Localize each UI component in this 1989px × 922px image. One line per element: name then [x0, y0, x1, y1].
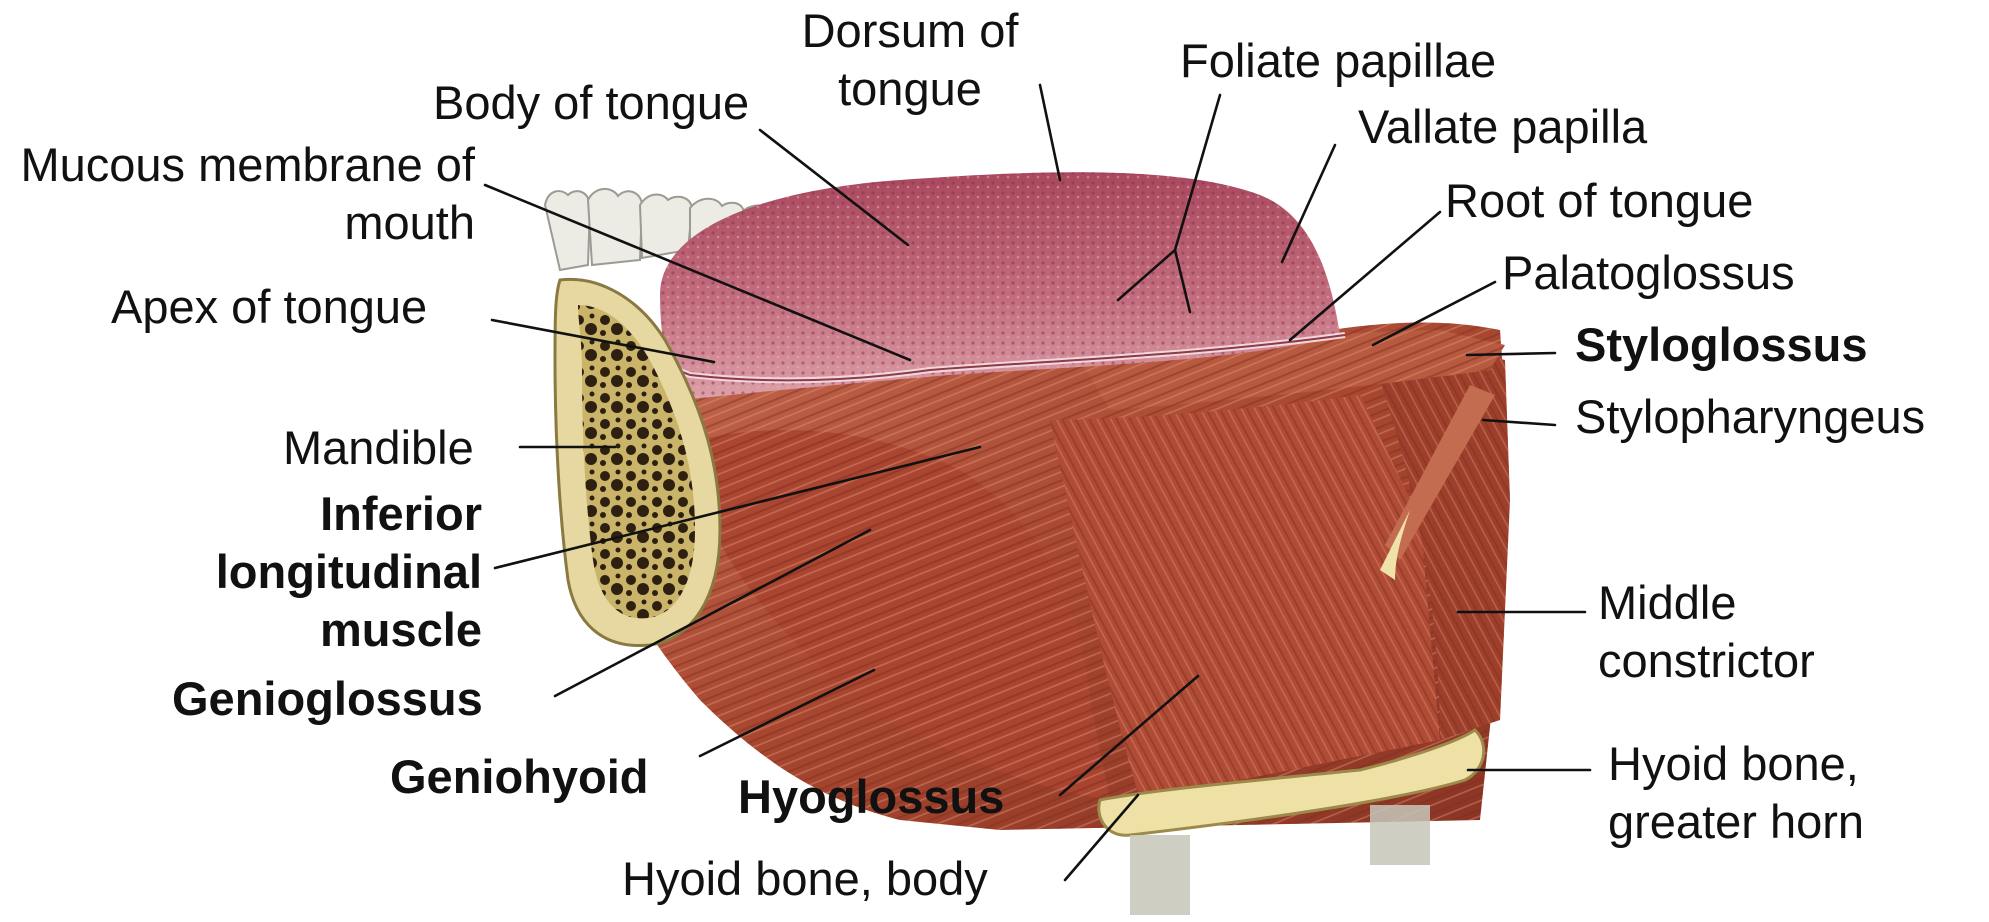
label-vallate-papilla: Vallate papilla: [1358, 100, 1648, 153]
label-stylopharyngeus: Stylopharyngeus: [1575, 390, 1926, 443]
label-dorsum-of-tongue: Dorsum of tongue: [801, 4, 1019, 115]
label-body-of-tongue: Body of tongue: [433, 76, 750, 129]
label-mandible: Mandible: [283, 421, 474, 474]
hyoid-lower-muscle-right: [1370, 805, 1430, 865]
hyoid-lower-muscle-left: [1130, 835, 1190, 915]
label-hyoglossus: Hyoglossus: [738, 770, 1005, 823]
leader-hyoglossus: [1058, 674, 1200, 797]
leader-apex: [490, 318, 716, 364]
label-geniohyoid: Geniohyoid: [390, 750, 649, 803]
leader-geniohyoid: [698, 668, 876, 758]
leader-foliate: [1173, 93, 1222, 252]
leader-stylopharyngeus: [1481, 418, 1557, 427]
label-middle-constrictor: Middle constrictor: [1598, 576, 1815, 687]
label-hyoid-body: Hyoid bone, body: [622, 852, 988, 905]
leader-body: [758, 128, 910, 247]
hyoid-bone: [1097, 728, 1486, 837]
label-styloglossus: Styloglossus: [1575, 318, 1868, 371]
label-hyoid-greater-horn: Hyoid bone, greater horn: [1608, 737, 1865, 848]
leader-foliate-branch: [1116, 247, 1192, 314]
leader-mucous: [483, 183, 912, 362]
label-apex-of-tongue: Apex of tongue: [111, 280, 428, 333]
label-palatoglossus: Palatoglossus: [1502, 246, 1795, 299]
label-genioglossus: Genioglossus: [172, 672, 483, 725]
label-inferior-longitudinal: Inferior longitudinal muscle: [215, 487, 482, 656]
leader-lines: [483, 83, 1592, 882]
leader-palatoglossus: [1371, 280, 1497, 347]
leader-vallate: [1280, 143, 1337, 264]
label-root-of-tongue: Root of tongue: [1445, 174, 1754, 227]
stylopharyngeus-band: [1385, 385, 1495, 560]
leader-root: [1288, 210, 1442, 342]
leader-genioglossus: [553, 528, 872, 698]
leader-styloglossus: [1465, 351, 1557, 357]
leader-dorsum: [1038, 83, 1062, 182]
label-foliate-papillae: Foliate papillae: [1180, 34, 1497, 87]
leader-inferior-longitudinal: [493, 445, 982, 570]
leader-hyoid-body: [1063, 793, 1140, 882]
label-mucous-membrane: Mucous membrane of mouth: [20, 138, 475, 249]
